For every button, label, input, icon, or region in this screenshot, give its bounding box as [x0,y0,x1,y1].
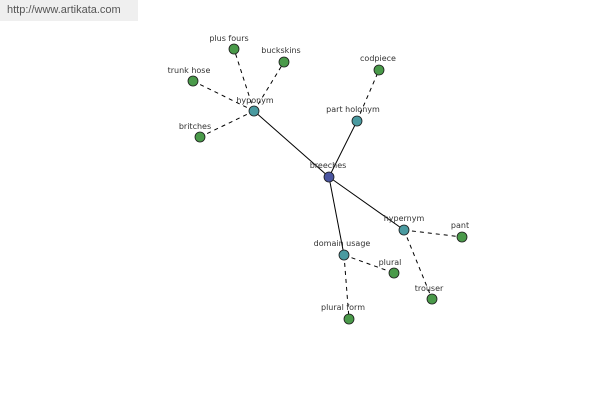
edge-part-holonym-to-codpiece [356,69,380,122]
node-label-codpiece[interactable]: codpiece [360,54,396,63]
edge-breeches-to-part-holonym [328,120,358,178]
node-breeches[interactable] [323,171,335,183]
edge-breeches-to-hyponym [253,110,330,178]
node-label-pant[interactable]: pant [451,221,469,230]
node-trunk-hose[interactable] [187,75,199,87]
node-britches[interactable] [194,131,206,143]
node-label-part-holonym[interactable]: part holonym [326,105,380,114]
node-part-holonym[interactable] [351,115,363,127]
node-plural-form[interactable] [343,313,355,325]
node-label-britches[interactable]: britches [179,122,211,131]
url-banner[interactable]: http://www.artikata.com [0,0,138,21]
node-plural[interactable] [388,267,400,279]
nodes-layer [187,43,468,325]
edge-hyponym-to-britches [199,110,255,138]
edge-hypernym-to-pant [403,229,463,238]
node-label-plural[interactable]: plural [379,258,402,267]
edges-layer [192,48,463,320]
node-codpiece[interactable] [373,64,385,76]
edge-hyponym-to-trunk-hose [192,80,255,112]
edge-domain-usage-to-plural [343,254,395,274]
node-label-breeches[interactable]: breeches [310,161,347,170]
edge-breeches-to-hypernym [328,176,405,231]
node-buckskins[interactable] [278,56,290,68]
node-hyponym[interactable] [248,105,260,117]
node-hypernym[interactable] [398,224,410,236]
node-label-plural-form[interactable]: plural form [321,303,365,312]
edge-hyponym-to-plus-fours [233,48,255,112]
node-label-plus-fours[interactable]: plus fours [209,34,248,43]
url-banner-text[interactable]: http://www.artikata.com [7,4,121,16]
labels-layer: plus fours buckskins trunk hose britches cod… [168,34,469,312]
edge-domain-usage-to-plural-form [343,254,350,320]
node-domain-usage[interactable] [338,249,350,261]
node-label-hypernym[interactable]: hypernym [384,214,425,223]
node-plus-fours[interactable] [228,43,240,55]
node-label-trunk-hose[interactable]: trunk hose [168,66,211,75]
node-pant[interactable] [456,231,468,243]
node-label-domain-usage[interactable]: domain usage [314,239,371,248]
node-trouser[interactable] [426,293,438,305]
edge-hyponym-to-buckskins [253,61,285,112]
node-label-trouser[interactable]: trouser [415,284,444,293]
edge-breeches-to-domain-usage [328,176,345,256]
node-label-buckskins[interactable]: buckskins [261,46,300,55]
node-label-hyponym[interactable]: hyponym [236,96,274,105]
